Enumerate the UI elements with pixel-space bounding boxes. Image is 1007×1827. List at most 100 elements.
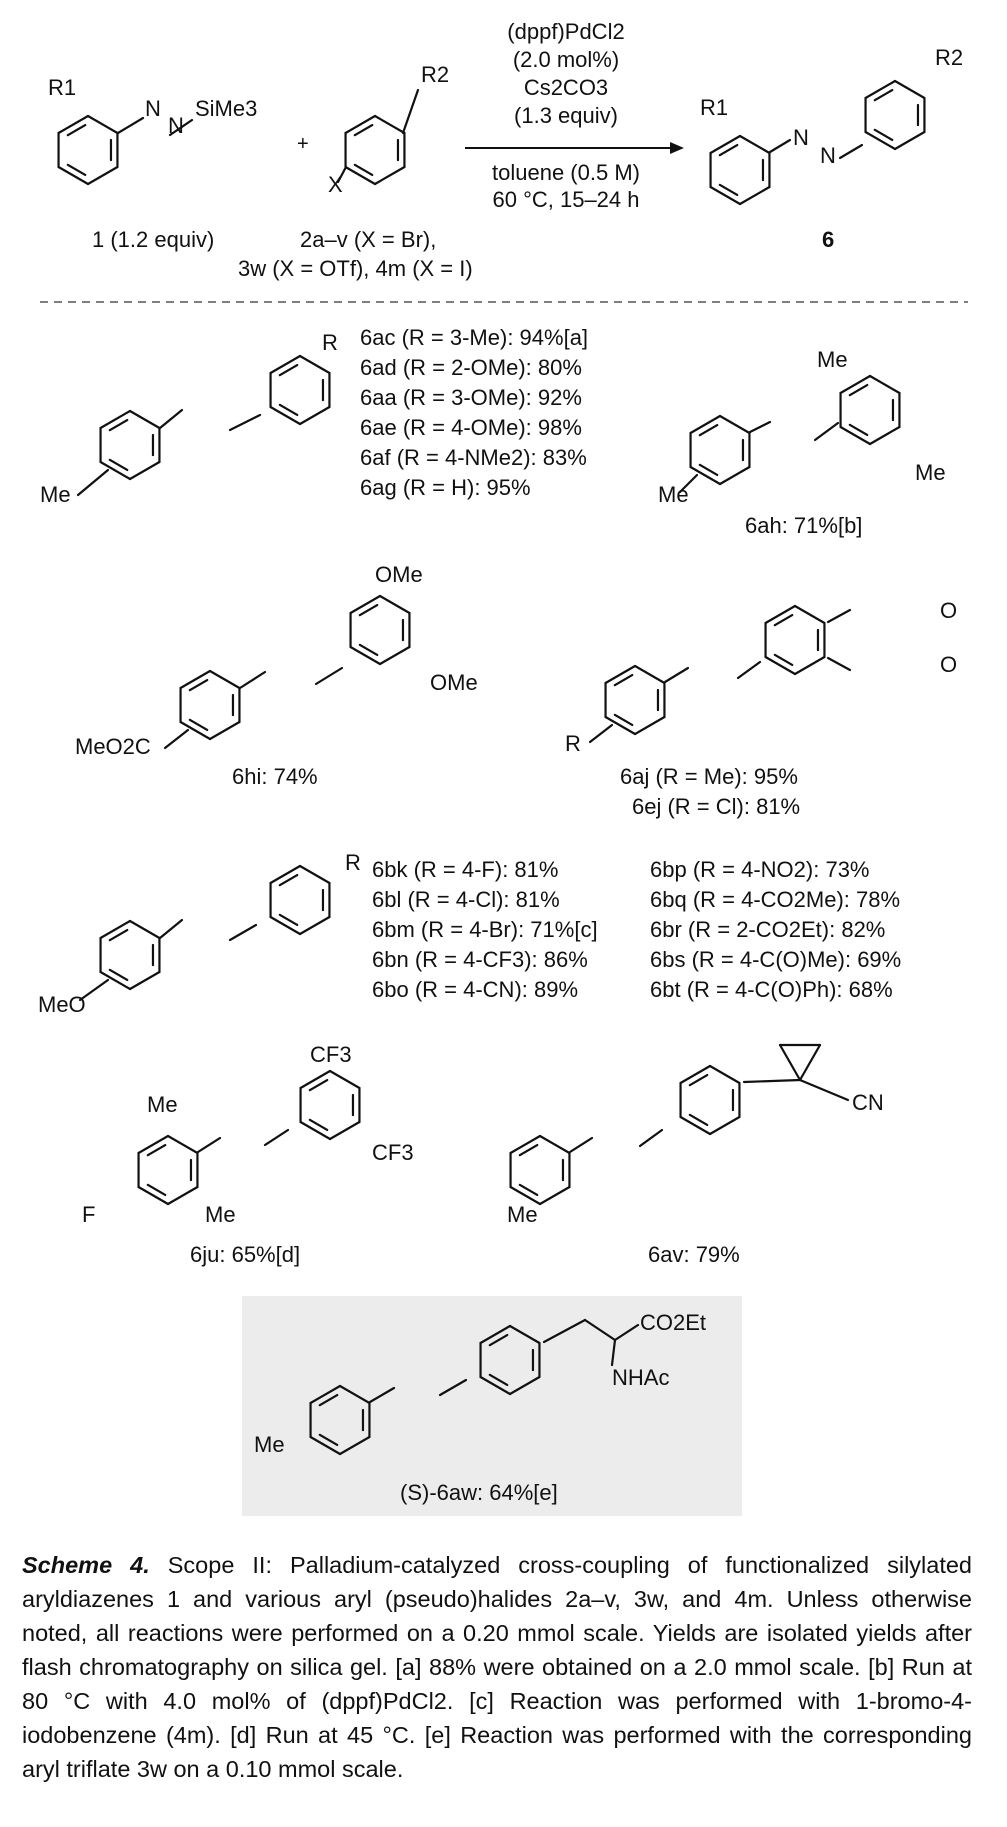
- ring-6ju-right: [328, 1120, 361, 1141]
- bond-aryl-n: [768, 138, 792, 154]
- atom-f-label: F: [82, 1202, 95, 1227]
- condition-base: Cs2CO3: [524, 75, 608, 100]
- bond-azo-r: [638, 1128, 664, 1148]
- entry-6ju: 6ju: 65%[d]: [190, 1242, 300, 1267]
- entry-6aw: (S)-6aw: 64%[e]: [400, 1480, 558, 1505]
- ring-product-a-double: [718, 143, 739, 157]
- atom-r-label: R: [322, 330, 338, 355]
- bond-azo-r: [314, 666, 344, 686]
- bond-ome: [78, 978, 110, 1002]
- atom-me-label: Me: [254, 1432, 285, 1457]
- ring-6aj-right: [764, 604, 797, 625]
- entry-6hi: 6hi: 74%: [232, 764, 318, 789]
- ring-6ah-right-double: [848, 383, 869, 397]
- atom-me-label: Me: [205, 1202, 236, 1227]
- atom-me-label: Me: [658, 482, 689, 507]
- entry-6bl: 6bl (R = 4-Cl): 81%: [372, 887, 560, 912]
- ring-reagent2-double: [353, 123, 374, 137]
- mark-layer: [242, 1296, 742, 1516]
- bond-ester: [163, 728, 190, 750]
- ring-product-a: [738, 134, 771, 155]
- ring-6a-left: [99, 460, 132, 481]
- reagent2-label-line1: 2a–v (X = Br),: [300, 227, 436, 252]
- bond-azo-l: [158, 408, 184, 430]
- highlight-box: [242, 1296, 742, 1516]
- ring-6aw-left: [309, 1435, 342, 1456]
- ring-6av-left: [509, 1134, 542, 1155]
- bond-aryl-r2: [401, 88, 420, 135]
- ring-6ah-left-double: [698, 423, 719, 437]
- ring-6aw-right-double: [488, 1373, 509, 1387]
- entry-6af: 6af (R = 4-NMe2): 83%: [360, 445, 587, 470]
- ring-6av-left: [538, 1134, 571, 1155]
- bond-azo-r: [736, 660, 762, 680]
- ring-6aw-left: [338, 1435, 371, 1456]
- ring-6b-left: [99, 919, 132, 940]
- ring-6ah-left-double: [698, 463, 719, 477]
- ring-6ah-right: [839, 374, 872, 395]
- ring-6a-left: [128, 409, 161, 430]
- ring-6ah-left: [718, 465, 751, 486]
- ring-6aj-right-double: [773, 613, 794, 627]
- bond-azo-l: [368, 1386, 396, 1404]
- ring-6ju-right-double: [308, 1118, 329, 1132]
- entry-6ah: 6ah: 71%[b]: [745, 513, 862, 538]
- ring-6aj-left-double: [613, 713, 634, 727]
- ring-reagent2-double: [353, 163, 374, 177]
- ring-6aj-left: [604, 715, 637, 736]
- atom-nhac-label: NHAc: [612, 1365, 669, 1390]
- atom-me-label: Me: [40, 482, 71, 507]
- entry-6av: 6av: 79%: [648, 1242, 740, 1267]
- atom-me-label: Me: [915, 460, 946, 485]
- atom-r2-label: R2: [935, 45, 963, 70]
- atom-me-label: Me: [507, 1202, 538, 1227]
- entry-6ae: 6ae (R = 4-OMe): 98%: [360, 415, 582, 440]
- ring-reagent1-double: [66, 163, 87, 177]
- atom-o-label: O: [940, 652, 957, 677]
- ring-6a-right-double: [278, 363, 299, 377]
- ring-6hi-left-double: [188, 678, 209, 692]
- ring-reagent1-double: [66, 123, 87, 137]
- condition-equiv: (1.3 equiv): [514, 103, 618, 128]
- ring-6hi-right: [378, 645, 411, 666]
- ring-reagent2: [373, 114, 406, 135]
- atom-r2-label: R2: [421, 62, 449, 87]
- arrow-head: [670, 142, 684, 154]
- condition-loading: (2.0 mol%): [513, 47, 619, 72]
- ring-6aj-right: [793, 604, 826, 625]
- atom-meo2c-label: MeO2C: [75, 734, 151, 759]
- ring-6av-left-double: [518, 1183, 539, 1197]
- ring-reagent2: [344, 165, 377, 186]
- entry-6ad: 6ad (R = 2-OMe): 80%: [360, 355, 582, 380]
- bond-dioxole: [826, 608, 852, 624]
- ring-6aw-left-double: [318, 1433, 339, 1447]
- bond-n-si: [168, 118, 194, 137]
- bond-azo-r: [228, 923, 258, 942]
- entry-6bn: 6bn (R = 4-CF3): 86%: [372, 947, 588, 972]
- ring-6a-right: [269, 405, 302, 426]
- atom-n-label: N: [145, 96, 161, 121]
- ring-6b-left: [128, 970, 161, 991]
- entry-6bk: 6bk (R = 4-F): 81%: [372, 857, 558, 882]
- ring-6av-right: [708, 1064, 741, 1085]
- entry-6ej: 6ej (R = Cl): 81%: [632, 794, 800, 819]
- ring-6b-left: [99, 970, 132, 991]
- ring-product-a: [709, 134, 742, 155]
- ring-product-b: [893, 130, 926, 151]
- ring-6ah-left: [689, 465, 722, 486]
- atom-ome-label: OMe: [430, 670, 478, 695]
- ring-6a-right: [298, 405, 331, 426]
- ring-6hi-left-double: [188, 718, 209, 732]
- ring-6hi-left: [208, 669, 241, 690]
- ring-reagent2: [344, 114, 377, 135]
- ring-6ju-right: [328, 1069, 361, 1090]
- ring-6a-left-double: [108, 458, 129, 472]
- atom-sime3-label: SiMe3: [195, 96, 257, 121]
- ring-6av-right: [679, 1115, 712, 1136]
- ring-6aj-right: [793, 655, 826, 676]
- bond-aryl-n: [116, 116, 145, 135]
- ring-6ju-left: [166, 1134, 199, 1155]
- plus-sign: +: [297, 133, 309, 155]
- ring-6hi-left: [179, 720, 212, 741]
- entries-group-b: 6bk (R = 4-F): 81% 6bl (R = 4-Cl): 81% 6…: [372, 857, 901, 1002]
